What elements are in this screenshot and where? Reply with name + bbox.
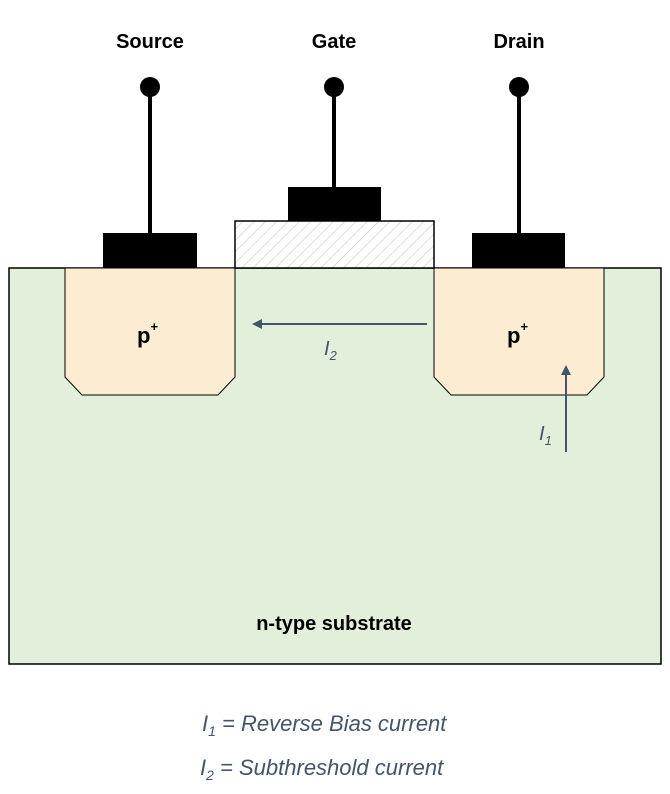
source-contact	[103, 233, 197, 268]
gate-oxide	[234, 220, 435, 269]
drain-doping-label: p+	[507, 319, 528, 348]
i1-label: I1	[539, 423, 552, 448]
drain-contact	[472, 233, 565, 268]
substrate-label: n-type substrate	[256, 613, 412, 635]
source-label: Source	[116, 31, 184, 53]
drain-diffusion	[433, 267, 605, 396]
gate-label: Gate	[312, 31, 356, 53]
legend-item-i1: I1 = Reverse Bias current	[202, 711, 447, 739]
drain-terminal-node	[509, 77, 529, 97]
legend-item-i2: I2 = Subthreshold current	[200, 755, 444, 783]
source-doping-label: p+	[137, 319, 158, 348]
gate-contact	[288, 187, 381, 221]
i2-label: I2	[324, 338, 338, 363]
gate-terminal-node	[324, 77, 344, 97]
drain-label: Drain	[493, 31, 544, 53]
source-terminal-node	[140, 77, 160, 97]
